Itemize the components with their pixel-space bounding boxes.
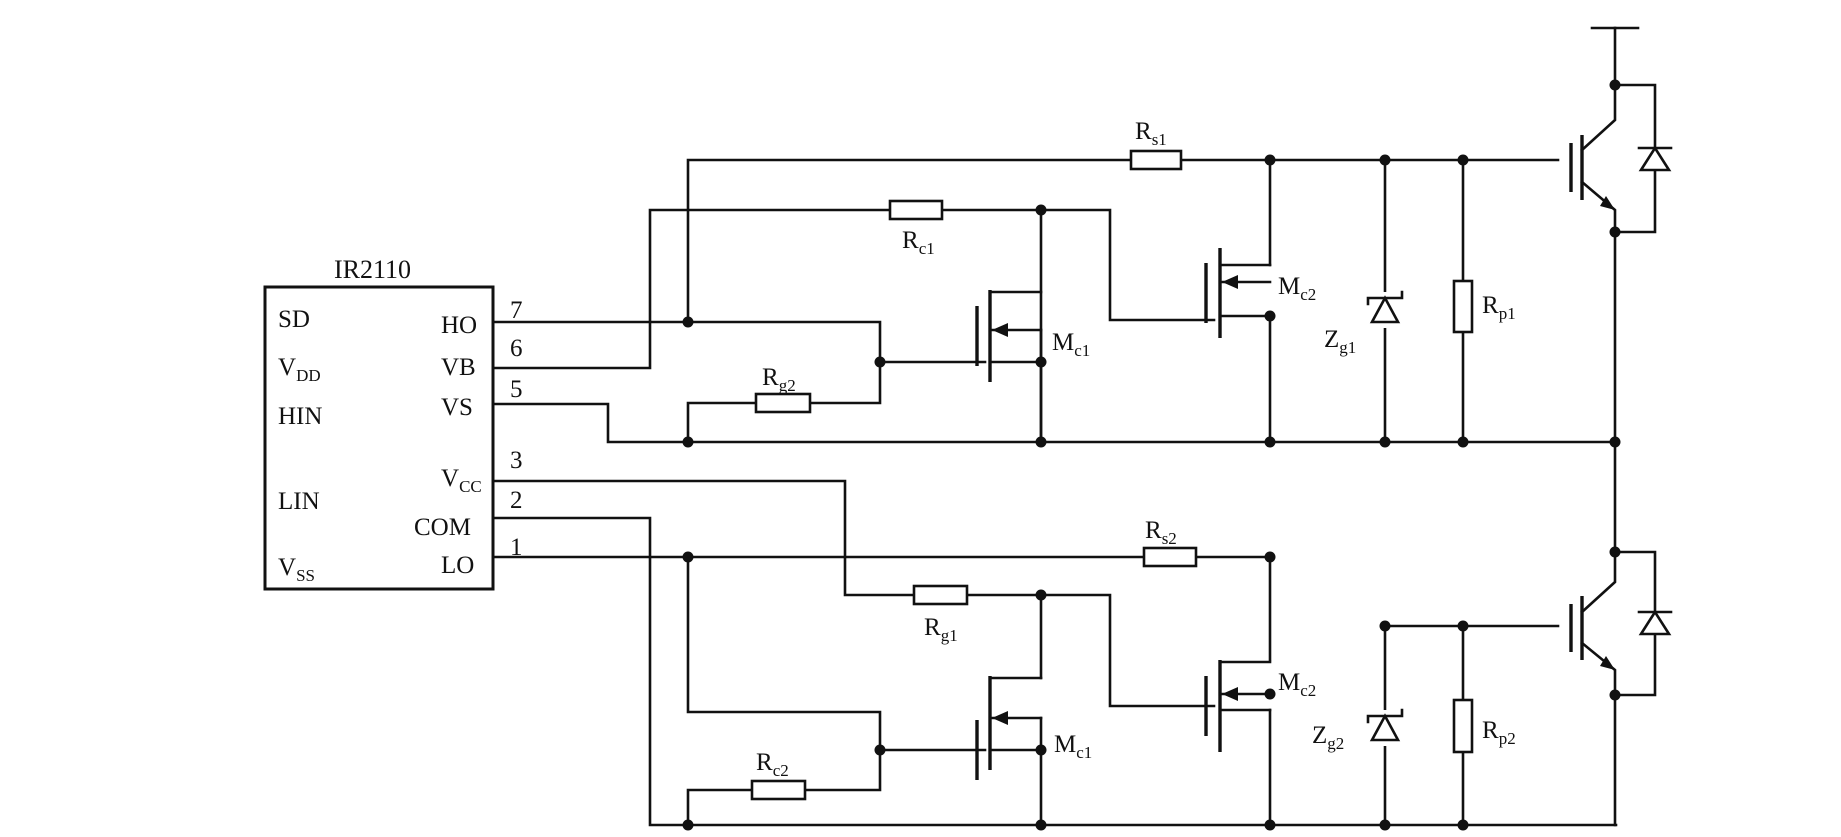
chip-title: IR2110 — [334, 255, 411, 284]
ir2110-chip: IR2110 SD VDD HIN LIN VSS HO VB VS VCC C… — [263, 255, 523, 591]
label-rp1: Rp1 — [1482, 292, 1516, 323]
high-side-wires — [491, 158, 1618, 444]
label-rg2: Rg2 — [762, 364, 796, 395]
mosfet-mc1-bottom — [975, 676, 1043, 780]
pin-label-vdd: VDD — [278, 354, 321, 385]
label-mc2-top: Mc2 — [1278, 273, 1316, 304]
pin-number-2: 2 — [510, 487, 523, 514]
resistor-rc1 — [888, 199, 944, 221]
pin-number-3: 3 — [510, 447, 523, 474]
pin-label-vb: VB — [441, 354, 476, 381]
resistor-rg2 — [754, 392, 812, 414]
zener-zg1 — [1366, 290, 1404, 328]
pin-label-sd: SD — [278, 306, 310, 333]
label-rc1: Rc1 — [902, 227, 935, 258]
pin-label-hin: HIN — [278, 403, 322, 430]
label-rg1: Rg1 — [924, 614, 958, 645]
mosfet-mc1-top — [975, 290, 1043, 382]
resistor-rs2 — [1142, 546, 1198, 568]
zener-zg2 — [1366, 708, 1404, 746]
label-mc1-bottom: Mc1 — [1054, 731, 1092, 762]
low-side-wires — [491, 479, 1618, 827]
pin-number-6: 6 — [510, 335, 523, 362]
label-rs2: Rs2 — [1145, 517, 1177, 548]
resistor-rg1 — [912, 584, 969, 606]
label-mc1-top: Mc1 — [1052, 329, 1090, 360]
label-rs1: Rs1 — [1135, 118, 1167, 149]
label-mc2-bottom: Mc2 — [1278, 669, 1316, 700]
pin-number-1: 1 — [510, 534, 523, 561]
resistor-rs1 — [1129, 149, 1183, 171]
pin-label-vss: VSS — [278, 554, 315, 585]
pin-label-lo: LO — [441, 552, 474, 579]
igbt-stack — [1569, 26, 1673, 827]
resistor-rp1 — [1452, 279, 1474, 334]
pin-label-com: COM — [414, 514, 471, 541]
pin-label-vs: VS — [441, 394, 473, 421]
label-rp2: Rp2 — [1482, 717, 1516, 748]
label-rc2: Rc2 — [756, 749, 789, 780]
pin-label-vcc: VCC — [441, 465, 482, 496]
pin-label-lin: LIN — [278, 488, 320, 515]
junction-dots — [682, 79, 1621, 831]
resistor-rp2 — [1452, 698, 1474, 754]
pin-number-7: 7 — [510, 297, 523, 324]
mosfet-mc2-top — [1204, 248, 1272, 338]
mosfet-mc2-bottom — [1204, 660, 1272, 752]
label-zg2: Zg2 — [1312, 722, 1344, 753]
resistor-rc2 — [750, 779, 807, 801]
pin-label-ho: HO — [441, 312, 477, 339]
label-zg1: Zg1 — [1324, 326, 1356, 357]
pin-number-5: 5 — [510, 376, 523, 403]
